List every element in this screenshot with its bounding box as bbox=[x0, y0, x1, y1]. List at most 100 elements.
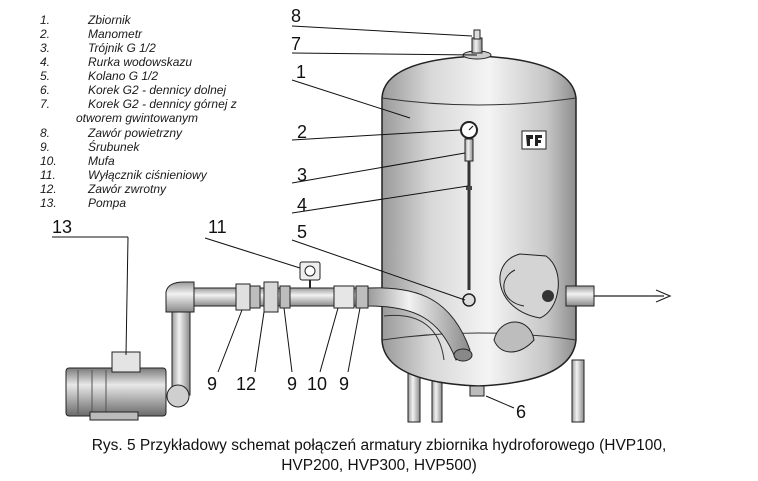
union-1-nut bbox=[249, 285, 261, 309]
callout-9-a: 9 bbox=[207, 374, 217, 394]
leader-3 bbox=[291, 152, 466, 184]
leaders bbox=[52, 25, 515, 409]
leader-5 bbox=[291, 239, 466, 301]
legend-text-9: Śrubunek bbox=[88, 139, 140, 154]
legend-num-2: 2. bbox=[39, 27, 50, 41]
elbow-fitting bbox=[462, 293, 476, 307]
legend-text-1: Zbiornik bbox=[87, 13, 132, 27]
leader-9c bbox=[347, 307, 361, 373]
union-3 bbox=[355, 285, 369, 309]
pipe-line bbox=[165, 261, 473, 396]
tank-logo-mark bbox=[526, 135, 542, 146]
legend-text-6: Korek G2 - dennicy dolnej bbox=[88, 83, 226, 97]
pump-head bbox=[166, 384, 190, 408]
callout-12: 12 bbox=[236, 374, 256, 394]
tank-upper-seam bbox=[381, 97, 577, 106]
pump-base bbox=[89, 411, 139, 421]
legend-num-1: 1. bbox=[40, 13, 50, 27]
leader-13 bbox=[125, 236, 129, 356]
leader-7 bbox=[291, 52, 478, 56]
outlet-pipe bbox=[565, 285, 595, 307]
legend-text-10: Mufa bbox=[88, 154, 115, 168]
air-valve-cap bbox=[473, 29, 481, 40]
callout-9-b: 9 bbox=[287, 374, 297, 394]
outlet-fitting bbox=[542, 290, 554, 302]
union-2 bbox=[279, 285, 291, 309]
union-1 bbox=[235, 283, 251, 311]
legend-num-8: 8. bbox=[40, 126, 50, 140]
callout-1: 1 bbox=[296, 62, 306, 82]
pressure-switch-dial bbox=[304, 265, 316, 277]
pump-motor bbox=[65, 367, 167, 417]
legend: 1. Zbiornik 2. Manometr 3. Trójnik G 1/2… bbox=[39, 13, 237, 210]
figure-caption: Rys. 5 Przykładowy schemat połączeń arma… bbox=[0, 436, 758, 476]
legend-text-8: Zawór powietrzny bbox=[87, 126, 183, 140]
callout-11: 11 bbox=[208, 217, 227, 237]
legend-num-9: 9. bbox=[40, 140, 50, 154]
tank-lower-seam bbox=[381, 332, 577, 341]
legend-text-4: Rurka wodowskazu bbox=[88, 55, 192, 69]
callout-3: 3 bbox=[297, 165, 307, 185]
diaphragm-lower bbox=[493, 321, 535, 353]
leader-8 bbox=[291, 25, 473, 37]
legend-num-5: 5. bbox=[40, 69, 50, 83]
legend-num-4: 4. bbox=[40, 55, 50, 69]
leader-11 bbox=[204, 237, 301, 269]
pump bbox=[65, 351, 190, 421]
check-valve bbox=[263, 281, 279, 313]
callout-5: 5 bbox=[297, 222, 307, 242]
legend-text-13: Pompa bbox=[88, 196, 126, 210]
legend-num-12: 12. bbox=[40, 182, 57, 196]
legend-num-11: 11. bbox=[40, 168, 56, 182]
legend-text-11: Wyłącznik ciśnieniowy bbox=[88, 168, 208, 182]
callout-6: 6 bbox=[516, 402, 526, 422]
tank-leg-right bbox=[571, 359, 585, 423]
legend-text-7b: otworem gwintowanym bbox=[76, 111, 198, 125]
legend-num-13: 13. bbox=[40, 196, 57, 210]
legend-text-5: Kolano G 1/2 bbox=[88, 69, 158, 83]
inlet-bend-end bbox=[453, 348, 473, 362]
flow-arrow-head bbox=[655, 289, 672, 303]
callout-13: 13 bbox=[52, 217, 72, 237]
callout-4: 4 bbox=[297, 195, 307, 215]
legend-text-7: Korek G2 - dennicy górnej z bbox=[88, 97, 237, 111]
air-valve-body bbox=[471, 37, 483, 54]
tee-fitting bbox=[464, 138, 474, 162]
callout-labels: 8 7 1 2 3 4 5 13 11 9 12 9 10 9 6 bbox=[52, 6, 526, 422]
tank bbox=[381, 55, 585, 423]
tank-internals bbox=[383, 253, 559, 361]
callout-10: 10 bbox=[307, 374, 327, 394]
outlet bbox=[565, 285, 672, 307]
legend-num-3: 3. bbox=[40, 41, 50, 55]
pipe-elbow bbox=[165, 281, 195, 313]
inner-pipe-curve bbox=[383, 314, 445, 361]
leader-10 bbox=[319, 307, 339, 373]
leader-6 bbox=[485, 395, 515, 409]
legend-text-3: Trójnik G 1/2 bbox=[88, 41, 156, 55]
diaphragm-fold bbox=[503, 269, 525, 307]
callout-2: 2 bbox=[297, 122, 307, 142]
tank-logo-plate bbox=[521, 130, 547, 150]
legend-num-7: 7. bbox=[40, 97, 50, 111]
bottom-plug bbox=[469, 385, 485, 397]
leader-4 bbox=[291, 185, 469, 214]
leader-1 bbox=[291, 79, 411, 119]
leader-9b bbox=[283, 307, 293, 373]
callout-7: 7 bbox=[291, 34, 301, 54]
callout-9-c: 9 bbox=[339, 374, 349, 394]
leader-12 bbox=[254, 311, 265, 373]
manometer-needle bbox=[468, 125, 474, 131]
legend-text-2: Manometr bbox=[88, 27, 143, 41]
legend-num-10: 10. bbox=[40, 154, 57, 168]
coupling bbox=[333, 285, 355, 309]
leader-9a bbox=[217, 309, 243, 373]
riser-pipe bbox=[171, 299, 191, 396]
gauge-tube-marker bbox=[466, 186, 472, 190]
caption-line-1: Rys. 5 Przykładowy schemat połączeń arma… bbox=[91, 437, 667, 454]
caption-line-2: HVP200, HVP300, HVP500) bbox=[281, 457, 477, 474]
leader-2 bbox=[291, 129, 461, 141]
legend-num-6: 6. bbox=[40, 83, 50, 97]
callout-8: 8 bbox=[291, 6, 301, 26]
gauge-assembly bbox=[460, 121, 478, 307]
